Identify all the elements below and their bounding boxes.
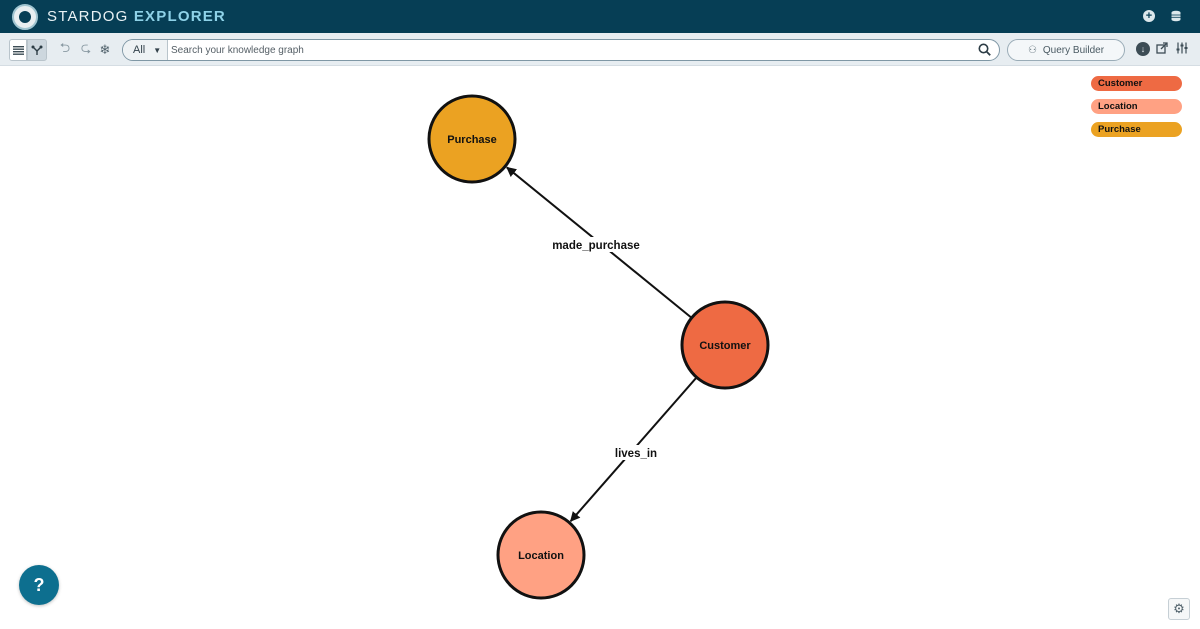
settings-button[interactable]: ⚙ <box>1168 598 1190 620</box>
gear-icon: ⚙ <box>1173 601 1185 616</box>
node-circle-purchase[interactable] <box>427 94 517 184</box>
redo-icon: ⮎ <box>80 40 92 55</box>
external-link-icon[interactable] <box>1155 42 1169 56</box>
help-chat-icon: ? <box>33 574 45 595</box>
help-chat-button[interactable]: ? <box>19 565 59 605</box>
list-icon <box>12 45 24 55</box>
legend-item-purchase[interactable]: Purchase <box>1091 122 1182 137</box>
plus-circle-icon[interactable]: + <box>1143 10 1155 22</box>
edge-label-background <box>606 445 666 460</box>
redo-button[interactable]: ⮎ <box>78 39 94 61</box>
brand-light: STARDOG <box>47 8 129 25</box>
node-label-customer: Customer <box>699 340 751 352</box>
database-icon[interactable] <box>1170 10 1182 22</box>
graph-view-button[interactable] <box>27 39 47 61</box>
node-circle-location[interactable] <box>496 510 586 600</box>
search-icon[interactable] <box>978 43 991 56</box>
freeze-layout-button[interactable]: ❄ <box>97 39 113 61</box>
legend-item-customer[interactable]: Customer <box>1091 76 1182 91</box>
sliders-icon[interactable] <box>1175 42 1189 56</box>
download-icon[interactable]: ↓ <box>1136 42 1150 56</box>
query-builder-label: Query Builder <box>1042 44 1105 56</box>
search-input[interactable] <box>171 40 971 60</box>
stardog-logo-icon[interactable] <box>12 4 38 30</box>
query-builder-icon: ⚇ <box>1027 44 1037 56</box>
edge-label-background <box>550 237 642 252</box>
brand-bold: EXPLORER <box>133 8 226 25</box>
edge-label-lives_in[interactable]: lives_in <box>615 448 657 460</box>
node-customer[interactable]: Customer <box>680 300 770 390</box>
list-view-button[interactable] <box>9 39 27 61</box>
query-builder-button[interactable]: ⚇ Query Builder <box>1007 39 1125 61</box>
edge-label-made_purchase[interactable]: made_purchase <box>552 240 640 252</box>
toolbar: ⮌ ⮎ ❄ All ▼ ⚇ Query Builder ↓ <box>0 33 1200 66</box>
snowflake-icon: ❄ <box>99 42 111 57</box>
node-label-purchase: Purchase <box>447 134 497 146</box>
chevron-down-icon: ▼ <box>153 45 162 55</box>
search-scope-label: All <box>133 44 146 56</box>
undo-button[interactable]: ⮌ <box>57 39 73 61</box>
legend-item-location[interactable]: Location <box>1091 99 1182 114</box>
app-title: STARDOG EXPLORER <box>47 8 226 25</box>
undo-icon: ⮌ <box>59 40 71 55</box>
node-circle-customer[interactable] <box>680 300 770 390</box>
node-purchase[interactable]: Purchase <box>427 94 517 184</box>
graph-icon <box>31 45 43 55</box>
search-bar: All ▼ <box>122 39 1000 61</box>
search-scope-select[interactable]: All ▼ <box>123 40 168 60</box>
node-location[interactable]: Location <box>496 510 586 600</box>
node-label-location: Location <box>518 550 564 562</box>
app-header: STARDOG EXPLORER + <box>0 0 1200 33</box>
